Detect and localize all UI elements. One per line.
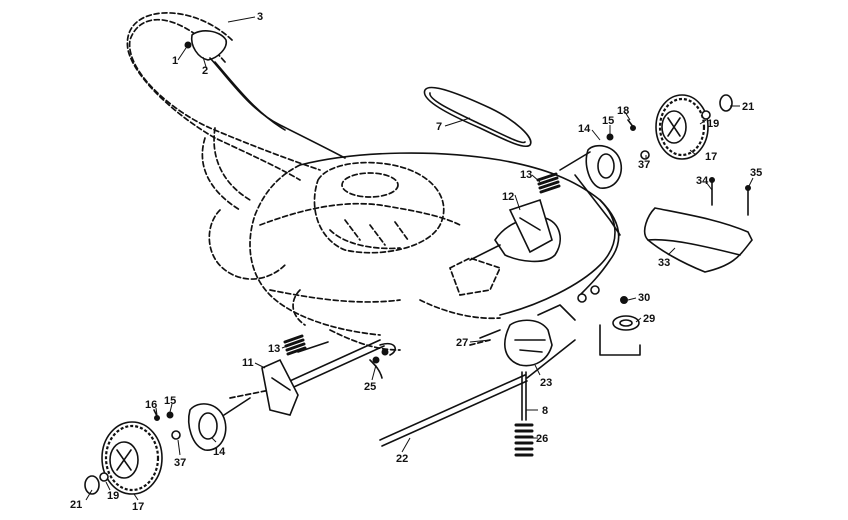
wheel-right	[655, 94, 733, 160]
part-label-29: 29	[643, 313, 655, 325]
spring-26	[514, 423, 534, 457]
part-label-15-top: 15	[602, 115, 614, 127]
part-label-13-top: 13	[520, 169, 532, 181]
part-label-22: 22	[396, 453, 408, 465]
part-label-13-bottom: 13	[268, 343, 280, 355]
part-label-12: 12	[502, 191, 514, 203]
drive-cable	[577, 199, 620, 303]
part-label-27: 27	[456, 337, 468, 349]
part-label-11: 11	[242, 357, 254, 369]
part-label-2: 2	[202, 65, 208, 77]
part-label-14-top: 14	[578, 123, 591, 135]
drive-shaft	[379, 339, 576, 447]
gear-housing-left	[153, 397, 251, 451]
pulley-bracket	[508, 198, 553, 254]
part-label-17-top: 17	[705, 151, 717, 163]
part-label-7: 7	[436, 121, 442, 133]
part-label-17-bottom: 17	[132, 501, 144, 513]
spring-13-bottom	[283, 334, 307, 356]
part-label-26: 26	[536, 433, 548, 445]
part-label-21-top: 21	[742, 101, 754, 113]
part-label-30: 30	[638, 292, 650, 304]
part-label-19-bottom: 19	[107, 490, 119, 502]
part-label-37-bottom: 37	[174, 457, 186, 469]
part-label-8: 8	[542, 405, 548, 417]
control-lever	[184, 30, 346, 159]
part-label-14-bottom: 14	[213, 446, 226, 458]
bearing	[599, 296, 641, 356]
shaft-8	[521, 371, 527, 421]
part-labels: 1 2 3 7 14 15 18 21 19 37 17 13 12 34 35…	[70, 11, 762, 513]
handle	[126, 12, 321, 211]
part-label-15-bottom: 15	[164, 395, 176, 407]
part-label-34: 34	[696, 175, 709, 187]
height-bracket	[261, 358, 299, 416]
part-label-33: 33	[658, 257, 670, 269]
part-label-18: 18	[617, 105, 629, 117]
part-label-1: 1	[172, 55, 178, 67]
part-label-37-top: 37	[638, 159, 650, 171]
part-label-23: 23	[540, 377, 552, 389]
discharge-chute	[643, 177, 753, 273]
part-label-19-top: 19	[707, 118, 719, 130]
spring-13-top	[536, 172, 561, 194]
transmission	[469, 304, 576, 367]
leader-lines	[85, 16, 754, 501]
engine	[313, 161, 445, 254]
part-label-3: 3	[257, 11, 263, 23]
part-label-25: 25	[364, 381, 376, 393]
wheel-left	[84, 421, 163, 495]
drive-belt	[423, 86, 532, 147]
part-label-21-bottom: 21	[70, 499, 82, 511]
gear-housing-right	[559, 119, 650, 236]
part-label-35: 35	[750, 167, 762, 179]
part-label-16: 16	[145, 399, 157, 411]
